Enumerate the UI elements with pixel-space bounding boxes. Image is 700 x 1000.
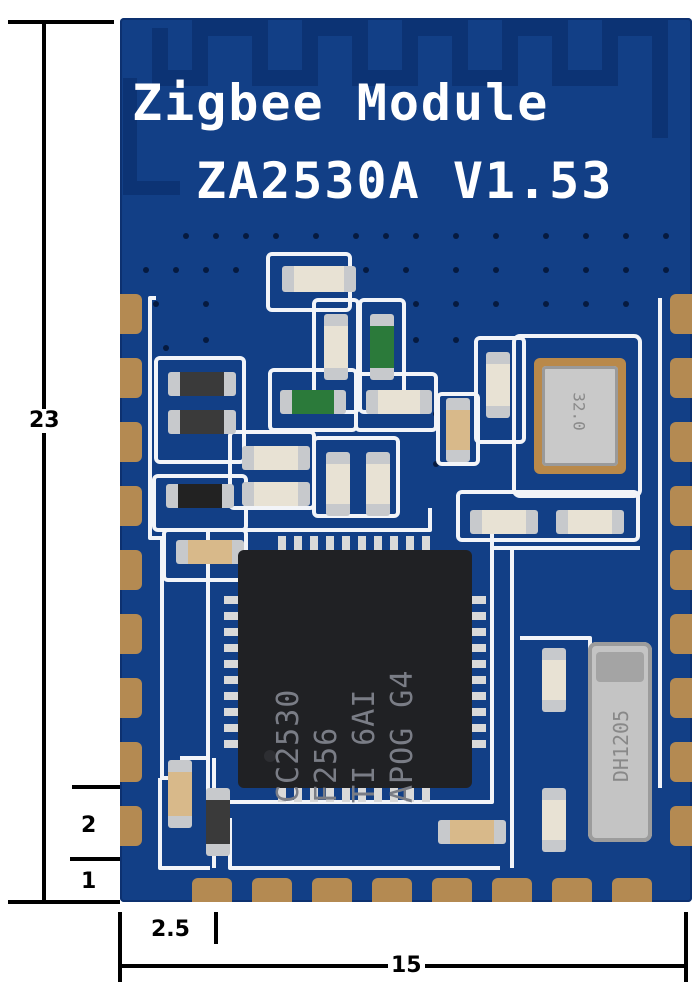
height-dimension-label: 23 xyxy=(26,409,63,433)
soc-chip: CC2530 F256 TI 6AI APOG G4 xyxy=(224,536,486,803)
chip-marking-line-2: F256 xyxy=(309,726,344,803)
antenna-trace xyxy=(123,20,668,195)
crystal-large-label: DH1205 xyxy=(609,709,633,783)
crystal-large: DH1205 xyxy=(588,642,652,842)
width-dimension-left-tick xyxy=(118,912,122,982)
width-dimension-label: 15 xyxy=(388,954,425,978)
chip-marking-line-4: APOG G4 xyxy=(385,669,420,803)
pad-offset-label: 2.5 xyxy=(148,918,193,942)
pcb-board: Zigbee Module ZA2530A V1.53 xyxy=(120,18,692,902)
height-dimension-line xyxy=(42,22,46,904)
pitch-tick-lower xyxy=(70,857,122,861)
chip-body: CC2530 F256 TI 6AI APOG G4 xyxy=(238,550,472,803)
pad-pitch-label: 2 xyxy=(78,814,100,838)
silkscreen-title: Zigbee Module xyxy=(132,74,550,132)
height-dimension-bottom-tick xyxy=(8,900,120,904)
chip-marking: CC2530 F256 TI 6AI APOG G4 xyxy=(271,609,429,849)
crystal-small: 32.0 xyxy=(534,358,626,474)
silkscreen-version: ZA2530A V1.53 xyxy=(196,152,614,210)
pitch-tick-upper xyxy=(72,785,122,789)
height-dimension-top-tick xyxy=(8,20,114,24)
edge-offset-label: 1 xyxy=(78,870,100,894)
chip-marking-line-3: TI 6AI xyxy=(347,688,382,803)
pad-offset-tick xyxy=(214,912,218,944)
chip-pins xyxy=(224,536,486,802)
chip-pin1-dot xyxy=(264,750,276,762)
chip-marking-line-1: CC2530 xyxy=(271,688,306,803)
width-dimension-right-tick xyxy=(684,912,688,982)
crystal-small-label: 32.0 xyxy=(569,392,589,431)
